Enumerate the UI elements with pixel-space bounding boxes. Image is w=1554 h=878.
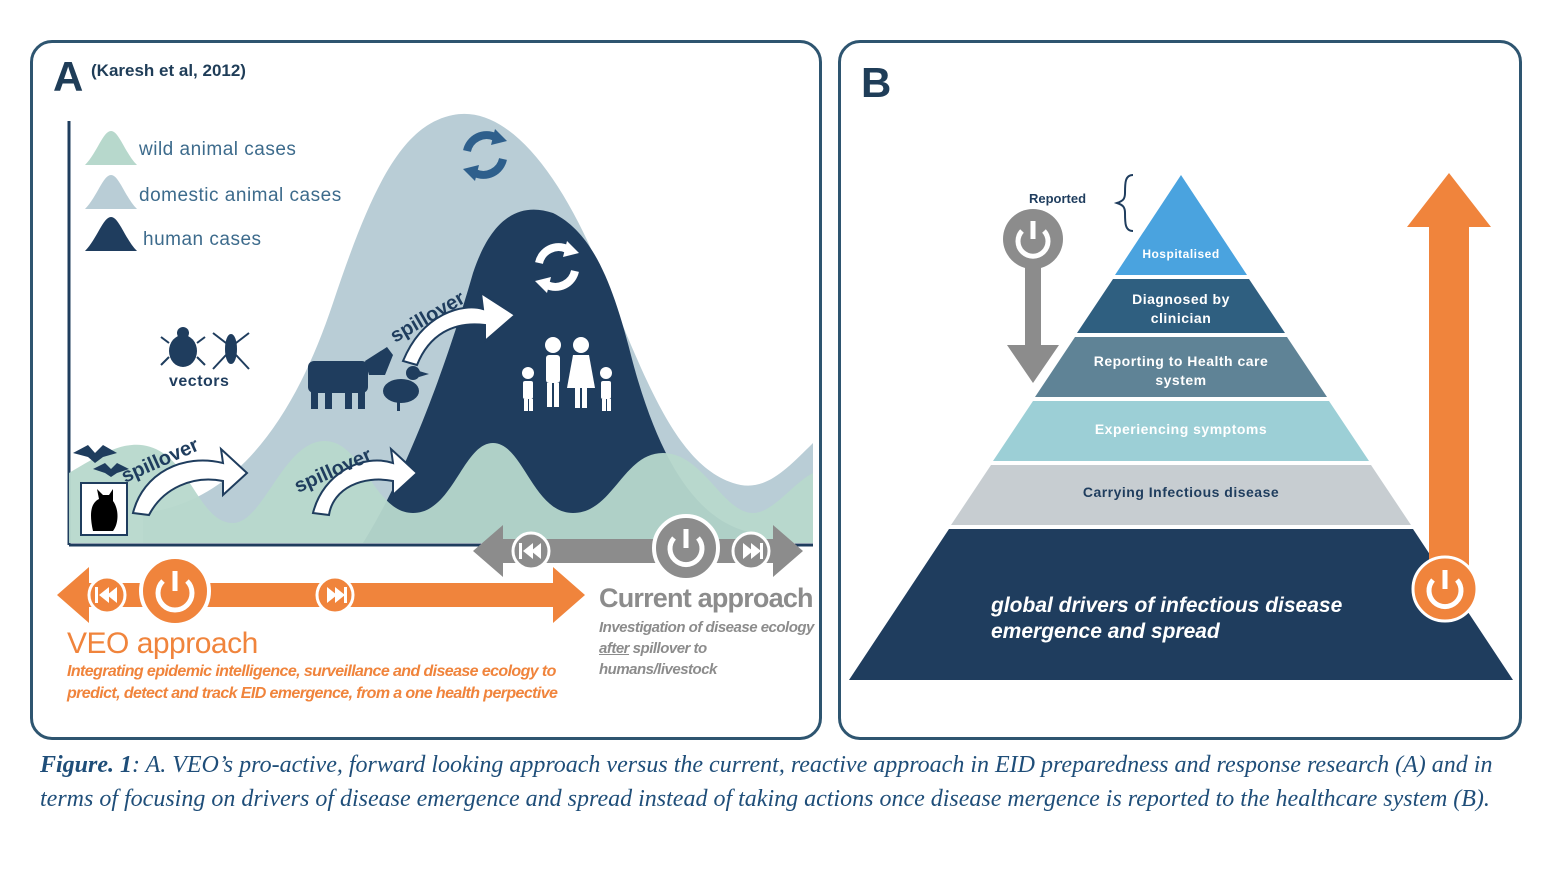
pyramid-layer-symptoms [993, 401, 1369, 461]
reported-label: Reported [1029, 191, 1087, 206]
veo-rewind-icon [87, 575, 127, 615]
pyramid-layer-hospitalised [1115, 175, 1247, 275]
label-global-drivers: global drivers of infectious disease eme… [991, 594, 1343, 643]
pyramid-layer-carrying [951, 465, 1411, 525]
pyramid-layer-reporting [1035, 337, 1327, 397]
vectors-label: vectors [169, 373, 230, 390]
label-reporting: Reporting to Health care system [1093, 353, 1269, 388]
current-forward-icon [731, 531, 771, 571]
pyramid-illustration [849, 173, 1513, 680]
current-power-icon [652, 514, 720, 582]
legend-human-shape [85, 217, 137, 251]
figure-caption: Figure. 1: A. VEO’s pro-active, forward … [40, 748, 1520, 816]
label-carrying: Carrying Infectious disease [1082, 484, 1280, 500]
label-symptoms: Experiencing symptoms [1094, 421, 1268, 437]
legend-human-label: human cases [143, 229, 262, 250]
caption-text: : A. VEO’s pro-active, forward looking a… [40, 752, 1493, 812]
bat-icon [73, 445, 129, 477]
duck-icon [383, 366, 429, 411]
legend-domestic-shape [85, 175, 137, 209]
cycle-icon [535, 241, 579, 293]
cat-icon [91, 489, 118, 531]
veo-approach-description: Integrating epidemic intelligence, surve… [67, 663, 558, 702]
legend-domestic-label: domestic animal cases [139, 185, 342, 206]
veo-power-icon [139, 555, 211, 627]
label-hospitalised: Hospitalised [1142, 247, 1220, 261]
panel-b: B Reported Hospitalised Diagnosed by cli… [838, 40, 1522, 740]
spillover-arrow [131, 446, 249, 517]
panel-a-letter: A [53, 53, 84, 100]
label-diagnosed: Diagnosed by clinician [1132, 291, 1230, 326]
citation: (Karesh et al, 2012) [91, 61, 246, 80]
beetle-icon [160, 327, 206, 367]
reported-down-arrow [1007, 263, 1059, 383]
pyramid-layer-diagnosed [1077, 279, 1285, 333]
legend-wild-shape [85, 131, 137, 165]
spillover-arrow [401, 290, 517, 367]
pyramid-layer-global-drivers [849, 529, 1513, 680]
drivers-up-arrow [1407, 173, 1491, 603]
legend-wild-label: wild animal cases [139, 139, 297, 160]
drivers-power-icon [1411, 555, 1479, 623]
current-approach-arrow [473, 525, 803, 577]
panel-b-letter: B [861, 59, 892, 106]
family-icon [522, 337, 612, 411]
caption-prefix: Figure. 1 [40, 752, 133, 778]
veo-approach-title: VEO approach [67, 627, 258, 660]
mosquito-icon [212, 332, 250, 370]
cycle-icon [463, 129, 507, 181]
panel-a: spillover spillover spillover [30, 40, 822, 740]
panel-a-illustration: spillover spillover spillover [57, 113, 813, 627]
wild-animal-curve [69, 440, 813, 543]
reported-brace [1113, 174, 1134, 232]
current-approach-description: Investigation of disease ecology after s… [599, 619, 814, 678]
current-rewind-icon [511, 531, 551, 571]
veo-forward-icon [315, 575, 355, 615]
cow-icon [308, 347, 393, 409]
spillover-arrow [311, 446, 419, 517]
current-approach-title: Current approach [599, 583, 814, 613]
reported-power-icon [1003, 209, 1063, 269]
